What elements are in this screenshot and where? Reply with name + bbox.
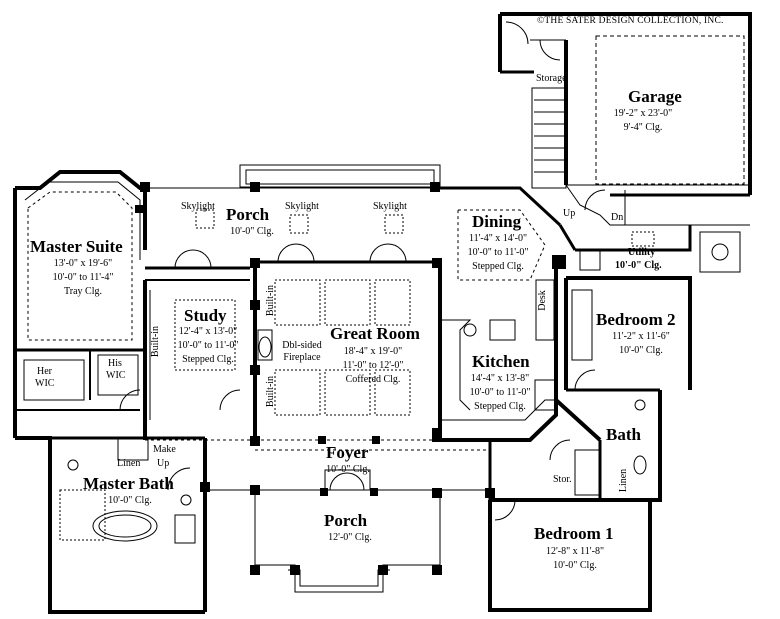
kitchen-note: Stepped Clg. xyxy=(474,401,526,412)
garage-size: 19'-2" x 23'-0" xyxy=(613,108,673,119)
foyer-label: Foyer xyxy=(326,443,369,462)
bedroom2-size: 11'-2" x 11'-6" xyxy=(612,331,670,342)
great-room-walls xyxy=(253,243,442,441)
storage-label: Storage xyxy=(536,73,567,84)
make-up-line1: Make xyxy=(153,444,176,455)
garage-walls xyxy=(498,12,752,226)
fireplace-line2: Fireplace xyxy=(283,352,321,363)
utility-walls xyxy=(575,225,741,273)
master-suite-note: Tray Clg. xyxy=(64,286,102,297)
porch-top-label: Porch xyxy=(226,205,270,224)
built-in-label-2: Built-in xyxy=(265,375,277,408)
her-wic-line1: Her xyxy=(37,366,52,377)
skylight-2: Skylight xyxy=(285,201,319,212)
kitchen-size: 14'-4" x 13'-8" xyxy=(470,373,530,384)
great-room-label: Great Room xyxy=(330,324,420,343)
kitchen-label: Kitchen xyxy=(472,352,530,371)
his-wic-line2: WIC xyxy=(106,370,126,381)
master-suite-label: Master Suite xyxy=(30,237,123,256)
fireplace-line1: Dbl-sided xyxy=(282,340,322,351)
linen-label-master: Linen xyxy=(117,458,141,469)
bedroom1-clg: 10'-0" Clg. xyxy=(553,560,597,571)
study-clg: 10'-0" to 11'-0" xyxy=(177,340,239,351)
porch-top-clg: 10'-0" Clg. xyxy=(230,226,274,237)
skylight-1: Skylight xyxy=(181,201,215,212)
dining-clg: 10'-0" to 11'-0" xyxy=(467,247,529,258)
her-wic-line2: WIC xyxy=(35,378,55,389)
stair-up-label: Up xyxy=(563,208,576,219)
master-bath-walls xyxy=(50,436,207,614)
garage-label: Garage xyxy=(628,87,682,106)
great-room-size: 18'-4" x 19'-0" xyxy=(343,346,403,357)
master-suite-clg: 10'-0" to 11'-4" xyxy=(52,272,114,283)
skylight-3: Skylight xyxy=(373,201,407,212)
master-suite-size: 13'-0" x 19'-6" xyxy=(53,258,113,269)
dining-size: 11'-4" x 14'-0" xyxy=(468,233,528,244)
stor-label: Stor. xyxy=(553,474,572,485)
bedroom1-label: Bedroom 1 xyxy=(534,524,614,543)
his-wic-line1: His xyxy=(108,358,122,369)
porch-bottom-label: Porch xyxy=(324,511,368,530)
kitchen-clg: 10'-0" to 11'-0" xyxy=(469,387,531,398)
make-up-line2: Up xyxy=(157,458,170,469)
bedroom1-size: 12'-8" x 11'-8" xyxy=(545,546,605,557)
foyer-clg: 10'-0" Clg. xyxy=(326,464,370,475)
bedroom2-walls xyxy=(564,276,692,392)
study-label: Study xyxy=(184,306,227,325)
bedroom2-label: Bedroom 2 xyxy=(596,310,676,329)
study-size: 12'-4" x 13'-0" xyxy=(178,326,238,337)
built-in-label-1: Built-in xyxy=(265,284,277,317)
porch-bottom-clg: 12'-0" Clg. xyxy=(328,532,372,543)
great-room-note: Coffered Clg. xyxy=(345,374,401,385)
bath-label: Bath xyxy=(606,425,641,444)
study-walls xyxy=(143,279,255,441)
utility-label: Utility xyxy=(628,247,656,258)
great-room-clg: 11'-0" to 12'-0" xyxy=(342,360,404,371)
desk-label: Desk xyxy=(536,290,548,311)
garage-clg: 9'-4" Clg. xyxy=(623,122,663,133)
study-note: Stepped Clg. xyxy=(182,354,234,365)
kitchen-dining-walls xyxy=(440,186,602,442)
copyright-notice: ©THE SATER DESIGN COLLECTION, INC. xyxy=(537,16,724,26)
dining-note: Stepped Clg. xyxy=(472,261,524,272)
built-in-label-3: Built-in xyxy=(150,325,162,358)
columns xyxy=(135,182,566,575)
dining-label: Dining xyxy=(472,212,522,231)
bedroom2-clg: 10'-0" Clg. xyxy=(619,345,663,356)
master-bath-label: Master Bath xyxy=(83,474,174,493)
stair-down-label: Dn xyxy=(611,212,624,223)
linen-label-bath: Linen xyxy=(618,468,630,493)
master-bath-clg: 10'-0" Clg. xyxy=(108,495,152,506)
porch-top xyxy=(143,164,460,270)
utility-clg: 10'-0" Clg. xyxy=(615,260,662,271)
